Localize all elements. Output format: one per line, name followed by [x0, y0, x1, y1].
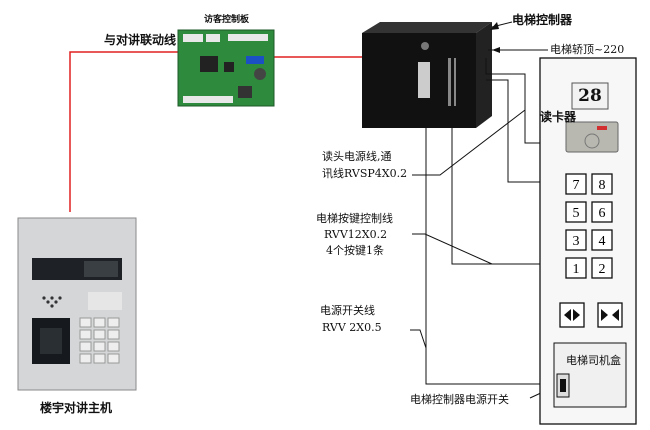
- floor-button-1[interactable]: [565, 257, 587, 279]
- intercom-linkage-line-label: 与对讲联动线: [104, 33, 177, 47]
- floor-button-2[interactable]: [591, 257, 613, 279]
- button-line-label-1: 电梯按键控制线: [316, 212, 393, 225]
- keypad-key: [107, 353, 120, 364]
- button-line-label-2: RVV12X0.2: [324, 228, 388, 241]
- elevator-controller-box: [362, 22, 492, 128]
- floor-button-label: 5: [573, 206, 580, 221]
- operator-box-label: 电梯司机盒: [566, 354, 621, 367]
- button-line-label-3: 4个按键1条: [326, 244, 384, 257]
- floor-display-number: 28: [578, 86, 602, 106]
- keypad-key: [93, 341, 106, 352]
- linkage-line: [69, 51, 178, 212]
- floor-button-label: 8: [599, 178, 606, 193]
- keypad-key: [93, 317, 106, 328]
- keypad-key: [107, 329, 120, 340]
- door-open-button[interactable]: [559, 302, 585, 328]
- elevator-controller-label: 电梯控制器: [512, 13, 573, 27]
- controller-power-switch-label: 电梯控制器电源开关: [410, 393, 509, 406]
- power-switch-line-label-2: RVV 2X0.5: [322, 321, 382, 334]
- intercom-keypad: [79, 317, 120, 364]
- access-control-board: [177, 29, 275, 107]
- keypad-key: [107, 341, 120, 352]
- floor-button-grid: 7 8 5 6 3 4 1 2: [565, 173, 613, 279]
- keypad-key: [107, 317, 120, 328]
- access-control-board-label: 访客控制板: [204, 15, 250, 25]
- floor-button-4[interactable]: [591, 229, 613, 251]
- floor-button-label: 7: [573, 178, 580, 193]
- keypad-key: [79, 341, 92, 352]
- floor-button-8[interactable]: [591, 173, 613, 195]
- intercom-host-device: [17, 217, 137, 391]
- floor-button-label: 2: [599, 262, 606, 277]
- keypad-key: [93, 353, 106, 364]
- card-reader-label: 读卡器: [540, 110, 577, 124]
- controller-wiring: [410, 58, 566, 399]
- keypad-key: [79, 353, 92, 364]
- reader-power-line-label-2: 讯线RVSP4X0.2: [322, 167, 408, 180]
- floor-button-label: 4: [599, 234, 606, 249]
- door-close-icon: [601, 309, 608, 321]
- floor-button-7[interactable]: [565, 173, 587, 195]
- elevator-car-top-label: 电梯轿顶~220: [550, 43, 625, 56]
- floor-button-5[interactable]: [565, 201, 587, 223]
- keypad-key: [79, 317, 92, 328]
- floor-button-label: 1: [573, 262, 580, 277]
- floor-button-label: 3: [573, 234, 580, 249]
- floor-button-6[interactable]: [591, 201, 613, 223]
- reader-power-line-label-1: 读头电源线,通: [322, 150, 392, 163]
- keypad-key: [93, 329, 106, 340]
- floor-button-3[interactable]: [565, 229, 587, 251]
- intercom-host-label: 楼宇对讲主机: [40, 401, 113, 415]
- floor-display-frame: [571, 82, 609, 110]
- power-switch-line-label-1: 电源开关线: [320, 304, 375, 317]
- floor-button-label: 6: [599, 206, 606, 221]
- keypad-key: [79, 329, 92, 340]
- door-open-icon: [564, 309, 571, 321]
